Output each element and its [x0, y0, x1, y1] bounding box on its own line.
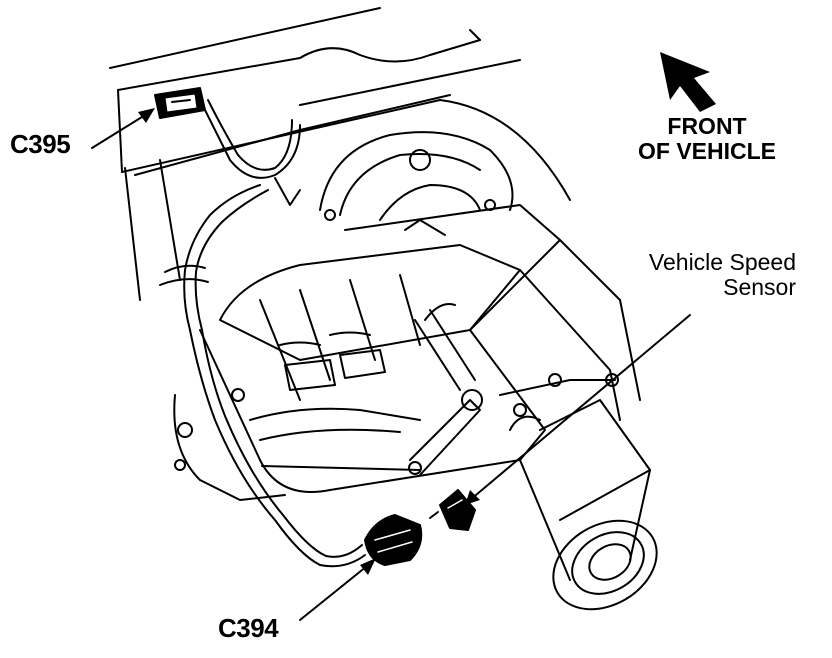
- c395-connector: [154, 87, 206, 119]
- vss-line-2: Sensor: [723, 274, 796, 301]
- front-line-1: FRONT: [667, 113, 747, 139]
- callout-leaders: [91, 111, 691, 621]
- vehicle-floor-panel: [109, 7, 571, 301]
- vss-leader-arrowhead: [465, 490, 480, 505]
- vehicle-speed-sensor: [429, 489, 476, 531]
- c395-leader: [91, 111, 151, 149]
- output-shaft-yoke: [552, 469, 658, 611]
- vss-line-1: Vehicle Speed: [648, 249, 796, 275]
- c394-connector: [364, 514, 423, 566]
- c394-label: C394: [218, 613, 279, 643]
- transmission-case: [173, 244, 546, 501]
- c394-leader: [299, 561, 373, 621]
- c394-leader-arrowhead: [360, 558, 376, 575]
- front-of-vehicle-label: FRONT OF VEHICLE: [622, 113, 792, 165]
- front-line-2: OF VEHICLE: [637, 138, 776, 165]
- arrow-up-left-icon: [660, 52, 716, 112]
- c395-label: C395: [10, 129, 71, 159]
- c395-leader-arrowhead: [138, 108, 155, 123]
- vss-leader: [469, 314, 691, 501]
- transmission-upper-housing: [319, 131, 561, 241]
- vehicle-speed-sensor-label: Vehicle Speed Sensor: [596, 249, 796, 301]
- wiring-harness: [159, 99, 366, 568]
